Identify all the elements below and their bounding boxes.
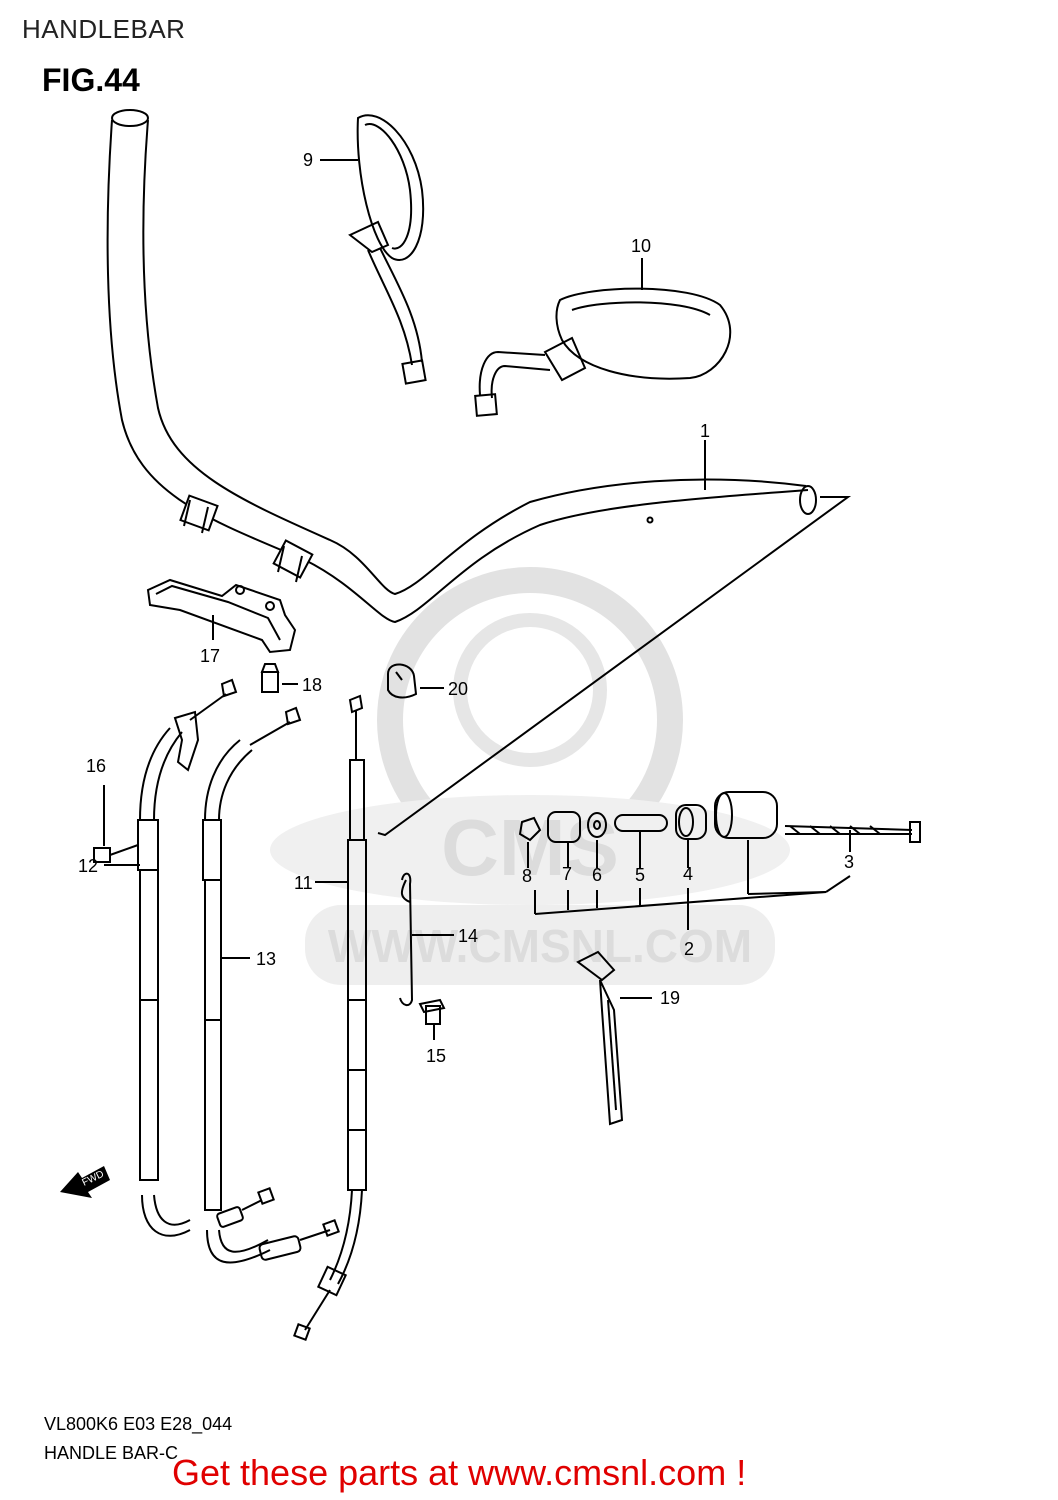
bolt-18-part <box>260 663 298 693</box>
mirror-left-part <box>320 114 427 385</box>
callout-13: 13 <box>256 949 276 969</box>
callout-6: 6 <box>592 865 602 885</box>
diagram-code: VL800K6 E03 E28_044 <box>44 1414 233 1434</box>
watermark-site: WWW.CMSNL.COM <box>328 920 752 972</box>
callout-9: 9 <box>303 150 313 170</box>
callout-20: 20 <box>448 679 468 699</box>
callout-5: 5 <box>635 865 645 885</box>
callout-11: 11 <box>294 873 313 893</box>
callout-12: 12 <box>78 856 98 876</box>
callout-18: 18 <box>302 675 322 695</box>
cable-12-part <box>104 678 238 1237</box>
section-name: HANDLE BAR-C <box>44 1443 179 1463</box>
bolt-15-part <box>418 998 446 1040</box>
clamp-20-part <box>387 663 444 699</box>
cable-tie-19-part <box>576 950 652 1126</box>
callout-3: 3 <box>844 852 854 872</box>
promo-link[interactable]: Get these parts at www.cmsnl.com ! <box>172 1452 747 1493</box>
page-title: HANDLEBAR <box>22 14 186 44</box>
figure-number: FIG.44 <box>42 62 140 98</box>
forward-direction-indicator: FWD <box>60 1166 110 1198</box>
bracket-part <box>146 578 297 654</box>
bar-end-assembly <box>518 791 921 930</box>
callout-2: 2 <box>684 939 694 959</box>
callout-16: 16 <box>86 756 106 776</box>
callout-15: 15 <box>426 1046 446 1066</box>
callout-4: 4 <box>683 864 693 884</box>
cable-13-part <box>202 706 340 1264</box>
cable-11-part <box>293 694 367 1341</box>
handlebar-part <box>106 109 852 837</box>
callout-10: 10 <box>631 236 651 256</box>
callout-1: 1 <box>700 421 710 441</box>
callout-8: 8 <box>522 866 532 886</box>
callout-19: 19 <box>660 988 680 1008</box>
callout-14: 14 <box>458 926 478 946</box>
mirror-right-part <box>474 258 732 417</box>
clip-14-part <box>399 872 454 1006</box>
callout-labels: 1 2 3 4 5 6 7 8 9 10 11 12 13 14 15 16 1… <box>78 150 854 1066</box>
callout-17: 17 <box>200 646 220 666</box>
callout-7: 7 <box>562 864 572 884</box>
bolt-16-part <box>93 785 139 863</box>
